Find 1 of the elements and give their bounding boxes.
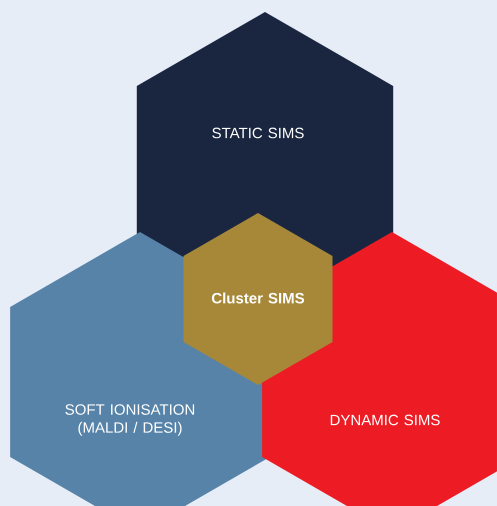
- hexagon: Cluster SIMS: [184, 213, 332, 385]
